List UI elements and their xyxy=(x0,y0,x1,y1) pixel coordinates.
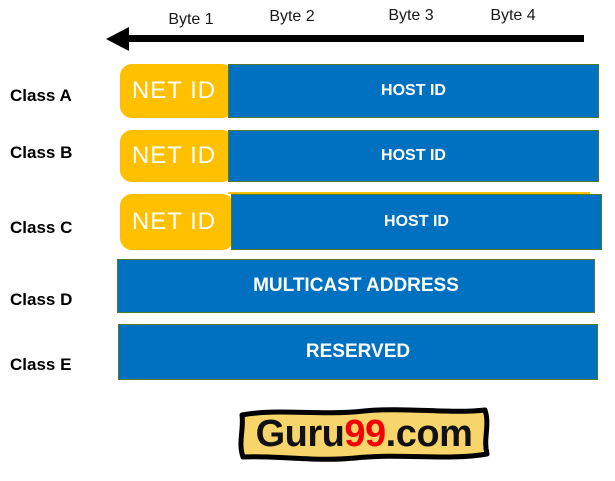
class-c-net-id-box: NET ID xyxy=(120,194,234,250)
class-d-label: Class D xyxy=(10,290,73,309)
class-a-net-id-box: NET ID xyxy=(120,64,234,118)
class-e-reserved-text: RESERVED xyxy=(305,341,411,362)
class-a-label: Class A xyxy=(10,86,72,105)
byte-2-label: Byte 2 xyxy=(269,8,315,25)
class-d-multicast-box: MULTICAST ADDRESS xyxy=(117,259,595,313)
class-c-host-id-box: HOST ID xyxy=(231,194,602,250)
class-a-host-id-text: HOST ID xyxy=(381,82,446,99)
class-e-label: Class E xyxy=(10,355,72,374)
left-arrow-icon xyxy=(106,27,129,51)
class-b-label: Class B xyxy=(10,143,73,162)
class-c-label: Class C xyxy=(10,218,73,237)
class-c-host-id-text: HOST ID xyxy=(384,213,449,230)
byte-4-label: Byte 4 xyxy=(490,7,536,24)
class-d-multicast-text: MULTICAST ADDRESS xyxy=(253,275,459,296)
class-c-top-accent xyxy=(228,192,590,194)
class-b-host-id-text: HOST ID xyxy=(381,147,446,164)
logo-text-99: 99 xyxy=(344,412,386,455)
class-b-host-id-box: HOST ID xyxy=(228,130,599,182)
logo-text-guru: Guru xyxy=(255,412,345,455)
byte-3-label: Byte 3 xyxy=(388,7,434,24)
class-b-net-id-box: NET ID xyxy=(120,130,234,182)
class-b-net-id-text: NET ID xyxy=(131,142,217,169)
class-e-reserved-box: RESERVED xyxy=(118,324,598,380)
class-a-host-id-box: HOST ID xyxy=(228,64,599,118)
logo-hand-drawn-frame xyxy=(238,407,490,462)
logo-text-com: .com xyxy=(385,412,473,455)
byte-1-label: Byte 1 xyxy=(168,11,214,28)
class-c-net-id-text: NET ID xyxy=(131,208,217,235)
byte-order-arrow-shaft xyxy=(127,35,584,42)
class-a-net-id-text: NET ID xyxy=(131,77,217,104)
